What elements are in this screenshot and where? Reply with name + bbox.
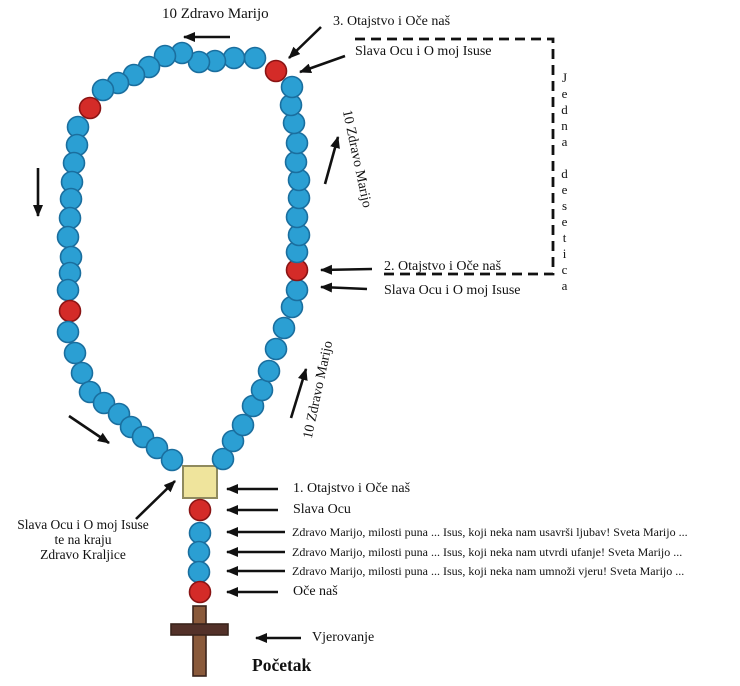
rosary-bead-blue xyxy=(285,205,309,229)
cross-vertical-bar xyxy=(192,605,207,677)
rosary-bead-blue xyxy=(59,187,83,211)
rosary-bead-blue xyxy=(187,540,211,564)
centerpiece-medal xyxy=(182,465,218,499)
label-hail-mary-faith: Zdravo Marijo, milosti puna ... Isus, ko… xyxy=(292,564,685,578)
rosary-bead-blue xyxy=(264,337,288,361)
rosary-bead-blue xyxy=(250,378,274,402)
rosary-bead-blue xyxy=(145,436,169,460)
label-third-mystery: 3. Otajstvo i Oče naš xyxy=(333,14,451,29)
rosary-bead-blue xyxy=(63,341,87,365)
rosary-bead-blue xyxy=(188,521,212,545)
pointer-arrow xyxy=(288,26,322,59)
rosary-bead-blue xyxy=(257,359,281,383)
rosary-bead-blue xyxy=(222,46,246,70)
rosary-bead-blue xyxy=(160,448,184,472)
rosary-bead-blue xyxy=(211,447,235,471)
label-ending-prayers: Slava Ocu i O moj Isuse te na kraju Zdra… xyxy=(5,517,161,562)
label-first-mystery: 1. Otajstvo i Oče naš xyxy=(293,481,411,496)
rosary-bead-red xyxy=(58,299,82,323)
rosary-bead-red xyxy=(188,498,212,522)
label-second-mystery: 2. Otajstvo i Oče naš xyxy=(384,259,502,274)
rosary-bead-red xyxy=(264,59,288,83)
label-gloria-top: Slava Ocu i O moj Isuse xyxy=(355,44,492,59)
rosary-bead-blue xyxy=(62,151,86,175)
label-ending-line-2: te na kraju xyxy=(54,532,112,547)
rosary-bead-blue xyxy=(221,429,245,453)
label-gloria-pendant: Slava Ocu xyxy=(293,502,351,517)
rosary-bead-blue xyxy=(187,560,211,584)
rosary-bead-blue xyxy=(243,46,267,70)
rosary-bead-blue xyxy=(70,361,94,385)
rosary-bead-blue xyxy=(284,150,308,174)
label-start: Početak xyxy=(252,655,312,675)
label-ending-line-1: Slava Ocu i O moj Isuse xyxy=(17,517,149,532)
rosary-bead-blue xyxy=(272,316,296,340)
rosary-bead-blue xyxy=(56,225,80,249)
cross-horizontal-bar xyxy=(170,623,229,636)
pointer-arrow xyxy=(323,136,340,185)
rosary-bead-blue xyxy=(56,278,80,302)
pointer-arrow xyxy=(299,54,346,74)
rosary-bead-blue xyxy=(56,320,80,344)
rosary-bead-blue xyxy=(280,75,304,99)
label-hail-mary-love: Zdravo Marijo, milosti puna ... Isus, ko… xyxy=(292,525,688,539)
pointer-arrow xyxy=(289,368,308,419)
pointer-arrow xyxy=(320,282,368,293)
rosary-bead-blue xyxy=(91,78,115,102)
rosary-bead-blue xyxy=(92,391,116,415)
rosary-bead-blue xyxy=(153,44,177,68)
rosary-bead-blue xyxy=(285,131,309,155)
label-hail-mary-hope: Zdravo Marijo, milosti puna ... Isus, ko… xyxy=(292,545,683,559)
rosary-bead-blue xyxy=(58,206,82,230)
pointer-arrow xyxy=(135,480,176,520)
label-ending-line-3: Zdravo Kraljice xyxy=(40,547,126,562)
label-our-father: Oče naš xyxy=(293,584,338,599)
label-one-decade-vertical: Jedna desetica xyxy=(557,70,572,294)
pointer-arrow xyxy=(68,414,110,445)
label-ten-hail-marys-top: 10 Zdravo Marijo xyxy=(162,6,269,22)
decade-bracket-dashed xyxy=(355,37,555,276)
rosary-bead-blue xyxy=(231,413,255,437)
pointer-arrow xyxy=(320,264,373,275)
rosary-bead-red xyxy=(78,96,102,120)
rosary-bead-blue xyxy=(285,278,309,302)
label-gloria-middle: Slava Ocu i O moj Isuse xyxy=(384,283,521,298)
label-creed: Vjerovanje xyxy=(312,630,375,645)
rosary-bead-red xyxy=(188,580,212,604)
